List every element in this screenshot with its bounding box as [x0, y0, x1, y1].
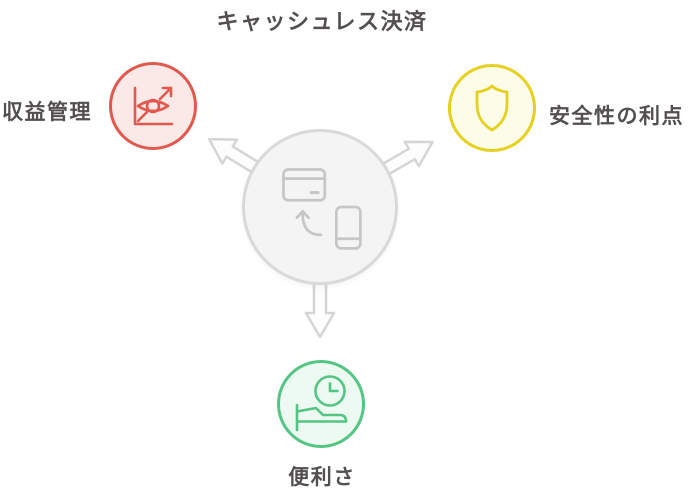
node-revenue-circle	[109, 62, 197, 150]
node-label-safety: 安全性の利点	[549, 105, 684, 128]
transfer-arrow-icon	[295, 209, 323, 237]
node-label-revenue: 収益管理	[2, 101, 92, 124]
node-label-convenience: 便利さ	[288, 466, 356, 489]
credit-card-icon	[282, 168, 327, 202]
bed-clock-icon	[295, 375, 348, 432]
diagram-title: キャッシュレス決済	[216, 9, 428, 34]
smartphone-icon	[335, 205, 362, 250]
node-convenience-circle	[277, 360, 365, 448]
node-safety-circle	[448, 64, 536, 152]
hub-circle	[242, 129, 398, 285]
eye-growth-chart-icon	[133, 86, 174, 126]
shield-icon	[475, 84, 509, 132]
